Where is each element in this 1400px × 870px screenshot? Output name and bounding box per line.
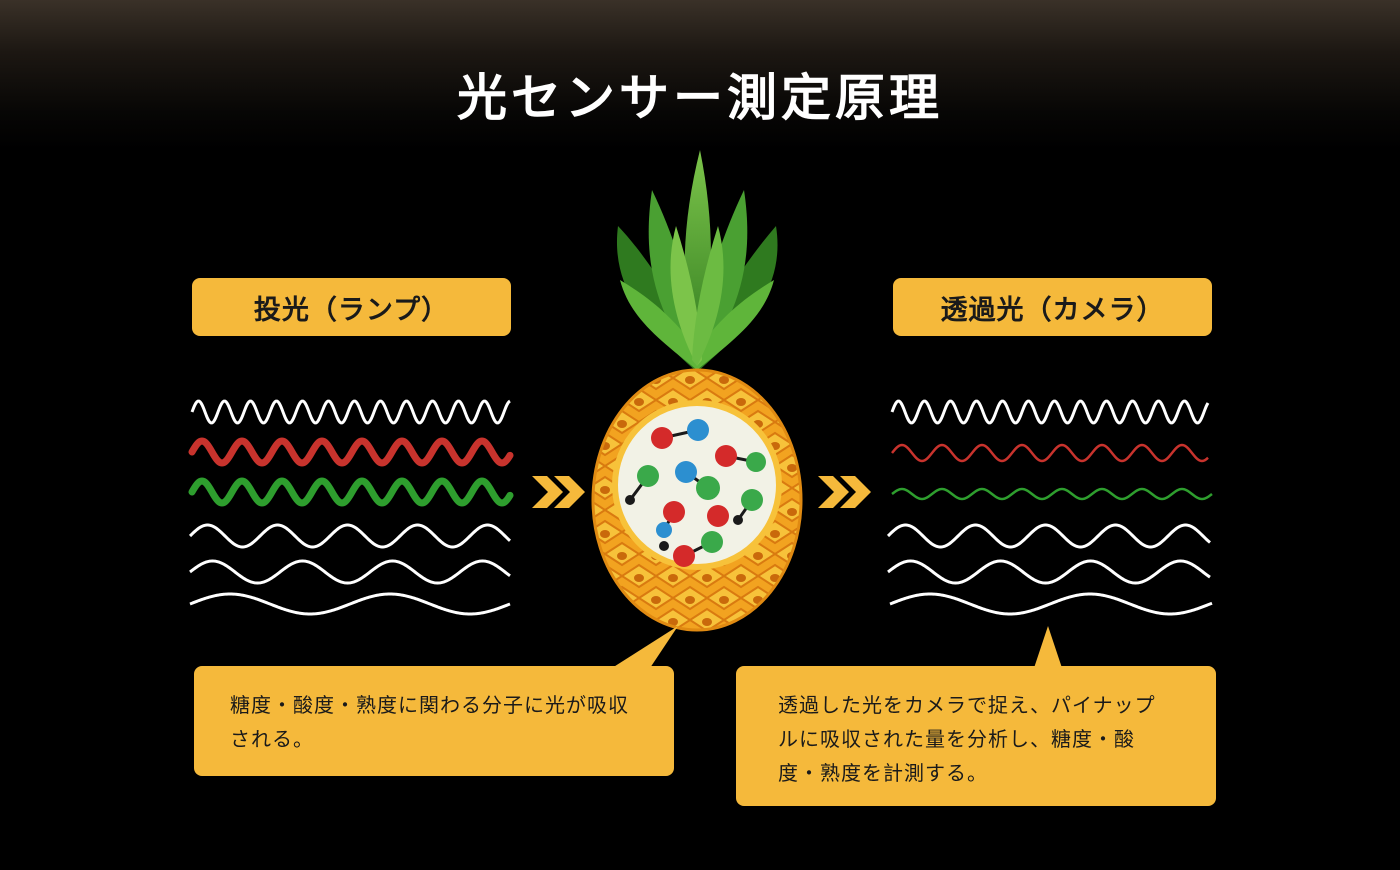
wave-green-emitted (188, 477, 514, 507)
double-chevron-right-icon (532, 476, 585, 508)
wave-white-emitted-2 (188, 523, 512, 549)
label-transmitted-light: 透過光（カメラ） (893, 278, 1212, 336)
double-chevron-right-icon (818, 476, 871, 508)
pineapple-crown (616, 150, 778, 372)
wave-white-emitted-4 (189, 592, 511, 616)
callout-absorption: 糖度・酸度・熟度に関わる分子に光が吸収される。 (194, 666, 674, 776)
transmitted-waves (886, 399, 1213, 616)
wave-green-transmitted (891, 487, 1213, 501)
wave-white-transmitted-4 (889, 592, 1213, 616)
wave-white-emitted-1 (190, 399, 511, 425)
pineapple-icon (591, 150, 803, 632)
callout-measurement: 透過した光をカメラで捉え、パイナップルに吸収された量を分析し、糖度・酸度・熟度を… (736, 666, 1216, 806)
wave-white-transmitted-3 (887, 559, 1211, 585)
wave-white-transmitted-2 (886, 523, 1211, 549)
wave-red-transmitted (891, 443, 1209, 463)
wave-red-emitted (188, 437, 514, 467)
callout-right-pointer (1034, 626, 1062, 668)
background-texture (0, 0, 1400, 150)
label-emitted-light: 投光（ランプ） (192, 278, 511, 336)
wave-white-transmitted-1 (890, 399, 1210, 425)
emitted-waves (188, 399, 514, 616)
callout-left-pointer (612, 626, 678, 668)
wave-white-emitted-3 (189, 559, 511, 585)
molecule-atoms (625, 419, 766, 567)
page-title: 光センサー測定原理 (457, 68, 943, 127)
